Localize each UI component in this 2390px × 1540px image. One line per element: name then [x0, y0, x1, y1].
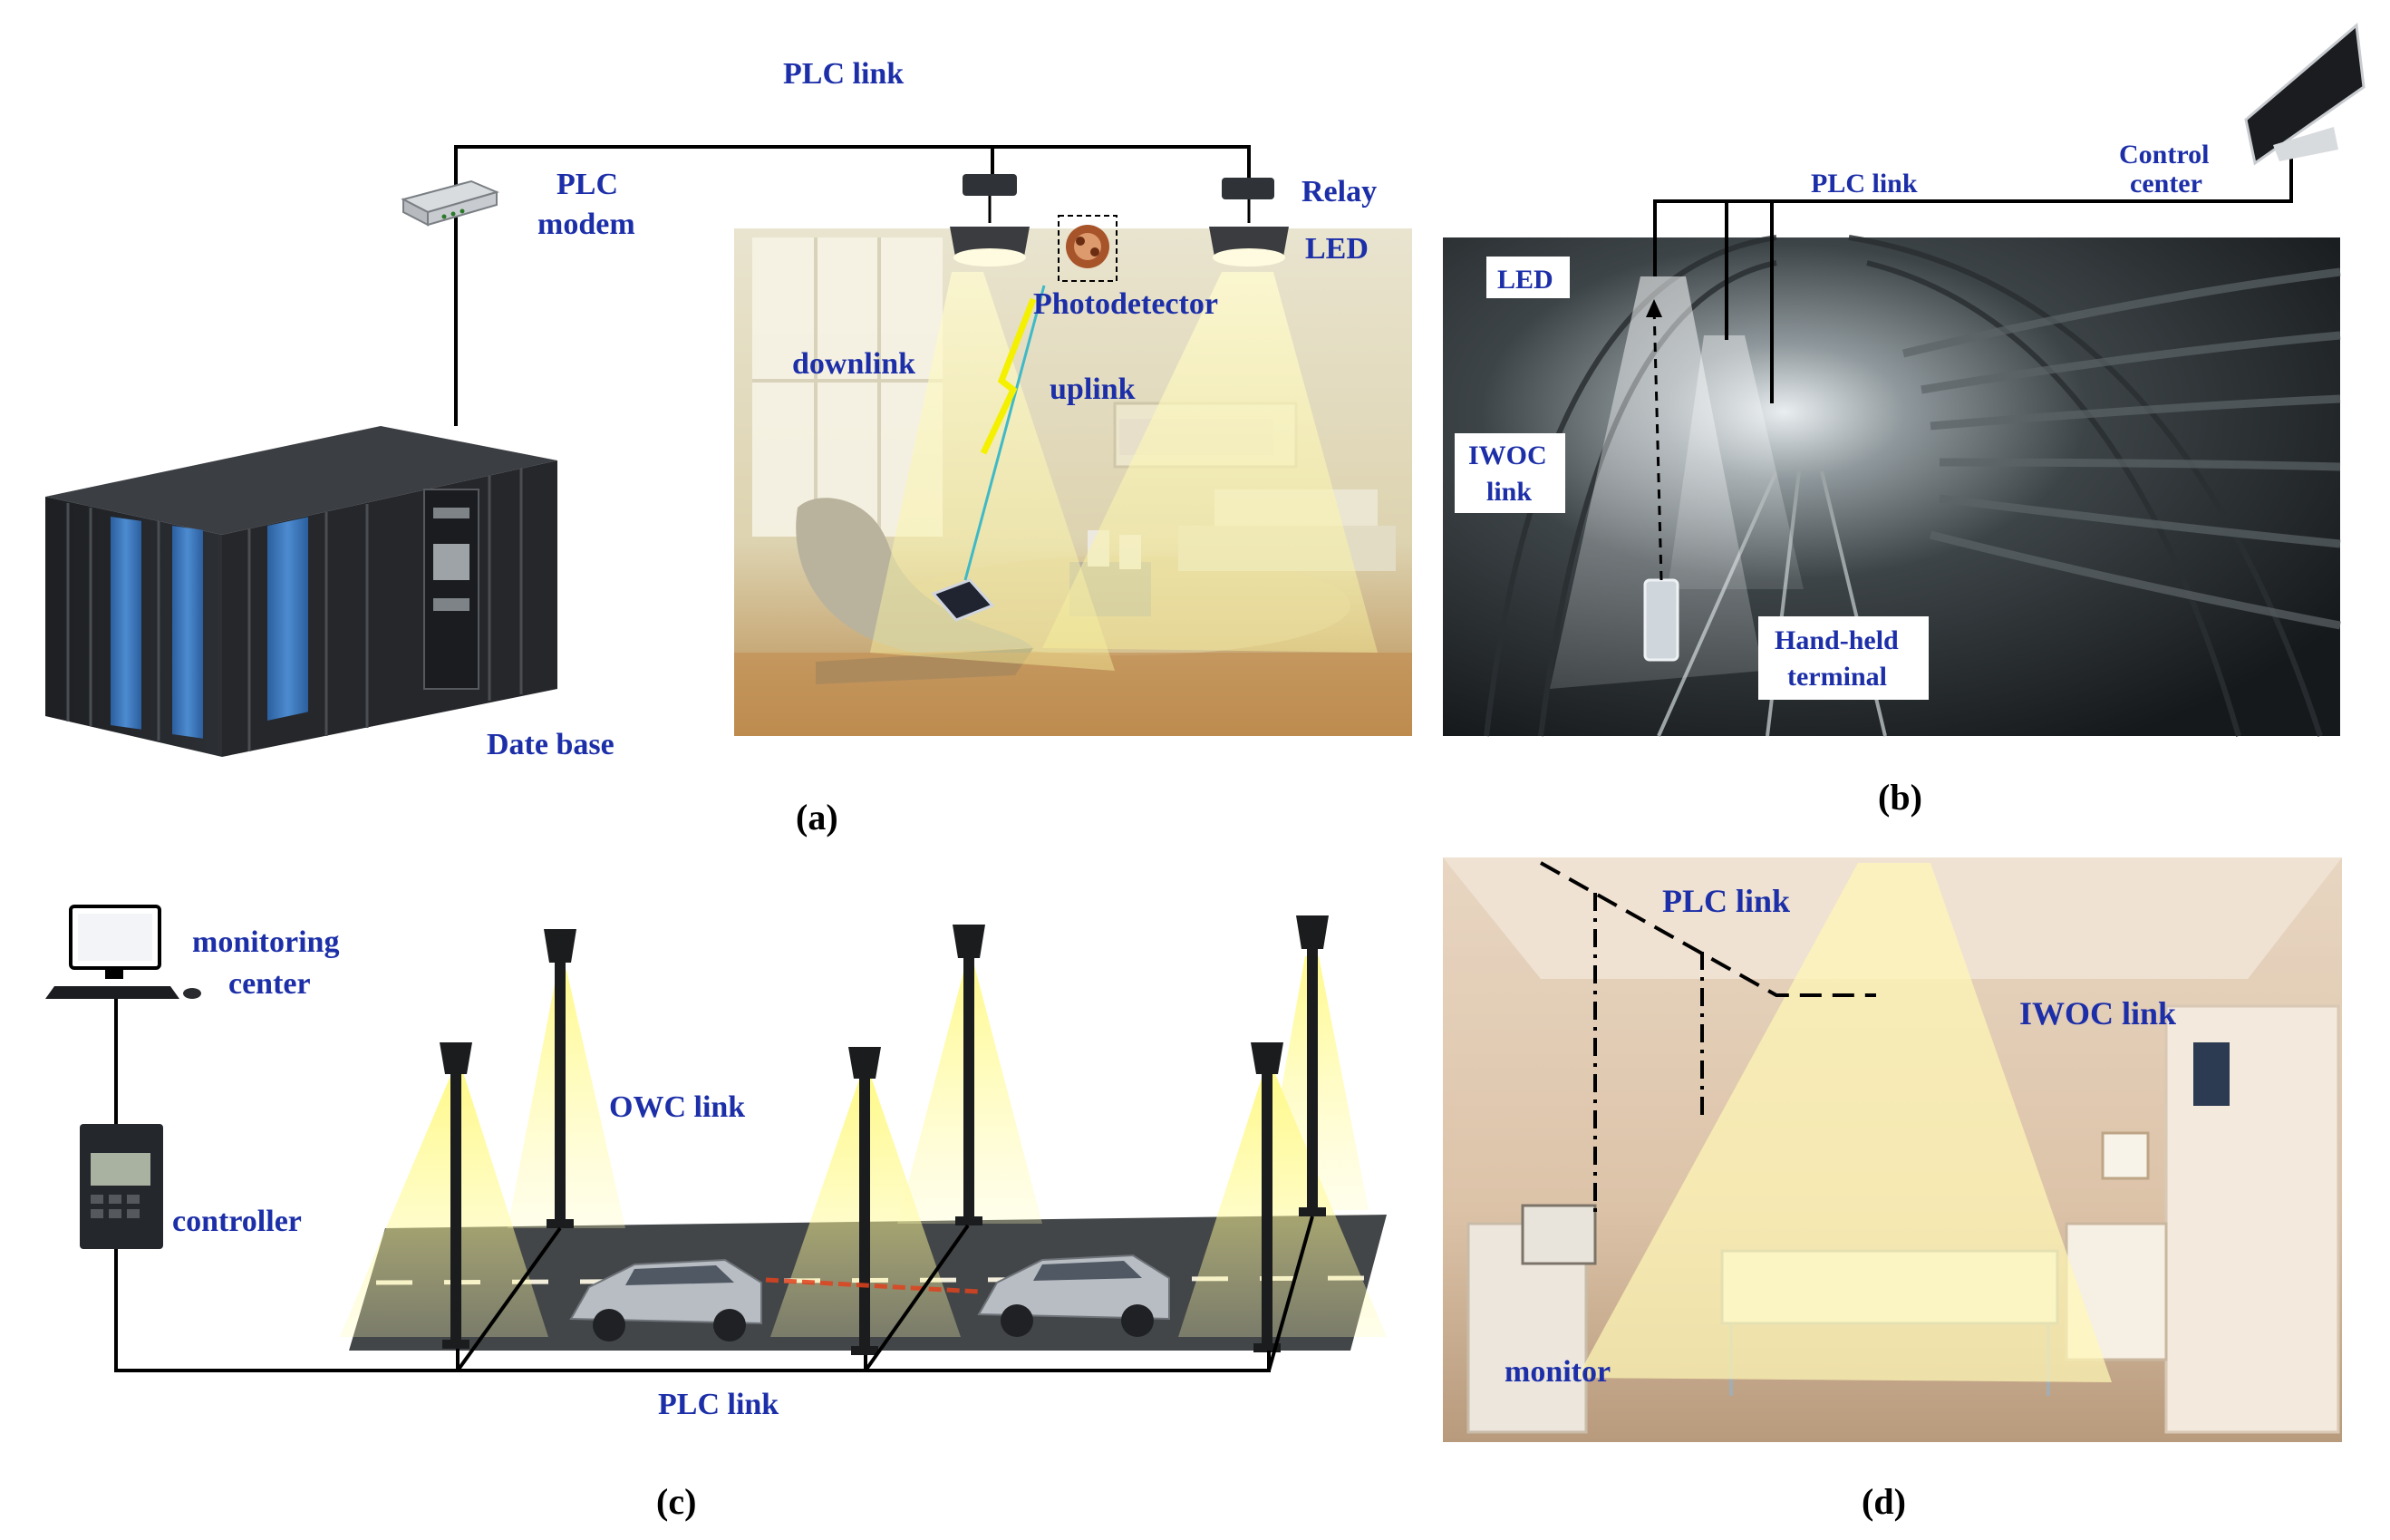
data-center-cabinet	[45, 426, 557, 757]
plc-link-label-b: PLC link	[1811, 169, 1918, 199]
led-label-b: LED	[1497, 265, 1553, 295]
photodetector-icon	[1058, 215, 1118, 282]
downlink-label: downlink	[792, 347, 915, 381]
plc-wiring-d	[1540, 861, 1876, 1215]
monitoring-computer-icon	[45, 905, 201, 999]
controller-label: controller	[172, 1205, 302, 1238]
plc-modem-label-line1: PLC	[556, 168, 618, 201]
living-room-scene	[734, 228, 1412, 736]
iwoc-label-line2: link	[1486, 477, 1532, 507]
control-center-label-line1: Control	[2119, 140, 2209, 169]
panel-c: monitoring center controller	[45, 905, 1387, 1522]
led-label-a: LED	[1305, 232, 1369, 266]
streetlamps	[440, 915, 1329, 1355]
plc-link-label-c: PLC link	[658, 1388, 779, 1421]
plc-wiring-b	[1653, 152, 2293, 403]
control-center-label-line2: center	[2130, 169, 2202, 199]
panel-a: PLC modem PLC link	[45, 57, 1412, 838]
iwoc-label-box	[1455, 433, 1565, 513]
monitoring-center-label-line1: monitoring	[192, 925, 339, 959]
led-lamp-left	[950, 174, 1030, 266]
caption-b: (b)	[1878, 777, 1922, 818]
monitoring-center-label-line2: center	[228, 967, 311, 1001]
handheld-label-box	[1758, 616, 1929, 700]
monitor-label: monitor	[1505, 1355, 1611, 1389]
plc-wiring-c	[114, 999, 1314, 1372]
led-lamp-right	[1209, 178, 1289, 266]
led-label-box	[1486, 257, 1570, 298]
control-center-monitor-icon	[2244, 23, 2366, 166]
plc-modem-label-line2: modem	[537, 208, 635, 241]
caption-c: (c)	[656, 1481, 696, 1522]
car-left	[569, 1258, 762, 1341]
plc-modem	[401, 179, 499, 227]
caption-a: (a)	[796, 797, 838, 838]
handheld-label-line2: terminal	[1787, 662, 1887, 692]
date-base-label: Date base	[487, 728, 614, 761]
plc-wiring-a	[454, 145, 1251, 426]
photodetector-label: Photodetector	[1033, 287, 1218, 321]
caption-d: (d)	[1862, 1481, 1906, 1522]
owc-link-label: OWC link	[609, 1090, 745, 1124]
handheld-label-line1: Hand-held	[1775, 625, 1899, 655]
relay-label: Relay	[1301, 175, 1377, 208]
iwoc-label-line1: IWOC	[1468, 441, 1547, 470]
iwoc-link-label-d: IWOC link	[2019, 995, 2176, 1032]
plc-link-label-a: PLC link	[783, 57, 904, 91]
car-right	[977, 1254, 1170, 1337]
hospital-room-scene	[1443, 857, 2342, 1442]
uplink-label: uplink	[1050, 373, 1136, 406]
panel-b: PLC link Control center LED IWOC link Ha…	[1443, 23, 2366, 818]
controller-device-icon	[80, 1124, 163, 1249]
panel-d: PLC link IWOC link monitor (d)	[1443, 857, 2342, 1522]
plc-link-label-d: PLC link	[1662, 883, 1790, 919]
